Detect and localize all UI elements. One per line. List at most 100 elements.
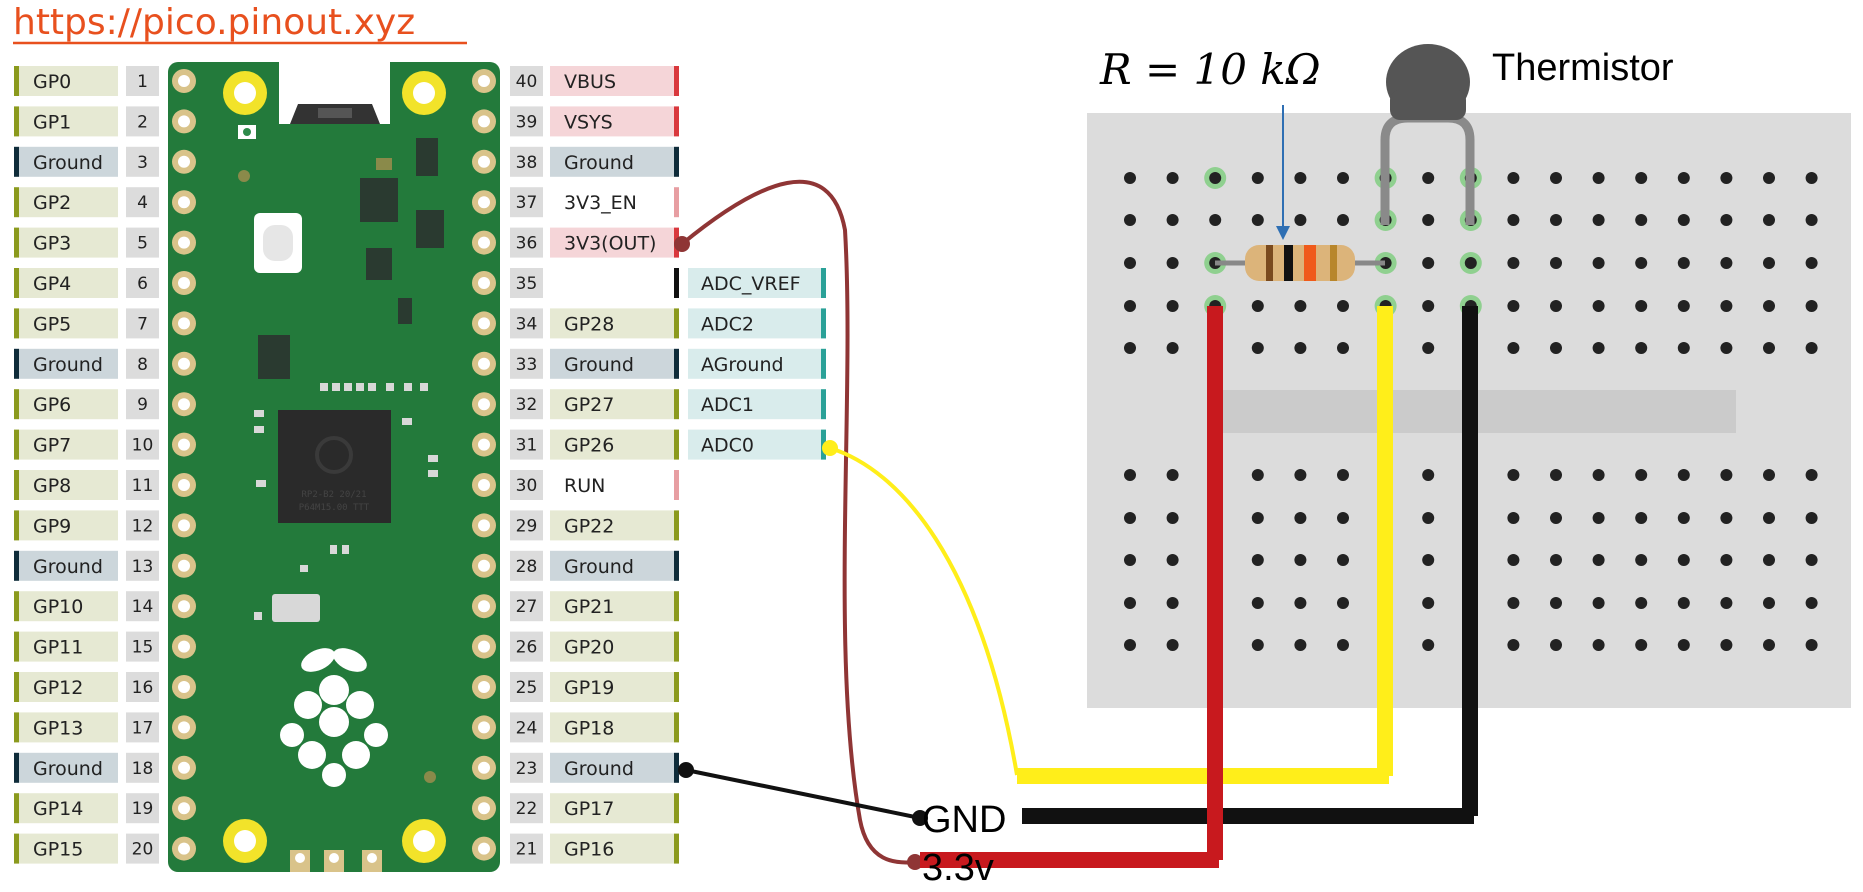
pin-number: 17 — [132, 718, 154, 738]
rp2040-chip-icon: RP2-B2 20/21 P64M15.00 TTT — [278, 410, 391, 523]
pin-number: 22 — [516, 799, 538, 819]
pin-number: 36 — [516, 234, 538, 254]
pico-board: RP2-B2 20/21 P64M15.00 TTT — [168, 52, 500, 872]
wires — [674, 179, 1478, 870]
thermistor-label: Thermistor — [1492, 47, 1674, 89]
pin-number: 37 — [516, 193, 538, 213]
left-pin-17: GP13 17 — [14, 712, 159, 743]
pin-label: RUN — [564, 475, 605, 497]
wire-ground-black — [685, 768, 921, 820]
pin-label: GP18 — [564, 717, 614, 739]
pin-number: 40 — [516, 72, 538, 92]
wire-black-rail — [1022, 306, 1478, 824]
pin-number: 20 — [132, 840, 154, 860]
right-pin-30: 30 RUN — [510, 470, 679, 500]
thermistor-icon — [1380, 44, 1475, 225]
pin-number: 27 — [516, 597, 538, 617]
pin-number: 7 — [137, 314, 148, 334]
pin-number: 14 — [132, 597, 154, 617]
pin-label: GP5 — [33, 313, 71, 335]
pin-label: GP7 — [33, 435, 71, 457]
pin-label: Ground — [564, 758, 634, 780]
pin-number: 9 — [137, 395, 148, 415]
mounting-hole-icons — [223, 71, 446, 863]
adc-label: AGround — [701, 354, 784, 376]
pin-number: 21 — [516, 840, 538, 860]
pin-label: GP1 — [33, 111, 71, 133]
pin-number: 2 — [137, 112, 148, 132]
adc-badge — [688, 348, 821, 379]
pin-number: 18 — [132, 759, 154, 779]
pin-label: GP26 — [564, 435, 614, 457]
gnd-rail-label: GND — [922, 799, 1006, 841]
bootsel-button-icon — [254, 213, 302, 273]
site-url[interactable]: https://pico.pinout.xyz — [13, 2, 415, 43]
pin-label: GP22 — [564, 515, 614, 537]
pin-label: GP28 — [564, 313, 614, 335]
pin-number: 15 — [132, 638, 154, 658]
wire-3v3-brown — [680, 179, 916, 865]
pin-label: Ground — [564, 556, 634, 578]
svg-text:P64M15.00 TTT: P64M15.00 TTT — [299, 503, 370, 513]
pin-number: 6 — [137, 274, 148, 294]
adc-badge — [688, 389, 821, 420]
wire-adc0-yellow — [829, 446, 1019, 776]
pin-number: 33 — [516, 355, 538, 375]
left-pin-15: GP11 15 — [14, 631, 159, 662]
left-pin-8: Ground 8 — [14, 348, 159, 379]
v33-rail-label: 3.3v — [922, 847, 994, 889]
pin-label: GP3 — [33, 233, 71, 255]
pin-label: GP8 — [33, 475, 71, 497]
pin-number: 8 — [137, 355, 148, 375]
pin-label: GP13 — [33, 717, 83, 739]
right-pin-21: 21 GP16 — [510, 833, 679, 864]
pin-label: GP6 — [33, 394, 71, 416]
pin-label: VSYS — [564, 111, 613, 133]
right-pin-23: 23 Ground — [510, 752, 679, 783]
resistor-label: R = 10 kΩ — [1099, 45, 1321, 94]
pin-number: 30 — [516, 476, 538, 496]
wire-yellow-rail — [1017, 306, 1393, 784]
left-pin-10: GP7 10 — [14, 429, 159, 460]
pin-label: Ground — [564, 152, 634, 174]
pin-number: 3 — [137, 153, 148, 173]
adc-label: ADC1 — [701, 394, 754, 416]
pin-number: 25 — [516, 678, 538, 698]
pin-label: GP10 — [33, 596, 83, 618]
adc-badge — [688, 308, 821, 339]
right-pin-25: 25 GP19 — [510, 672, 679, 702]
pin-label: GP14 — [33, 798, 83, 820]
right-pin-36: 36 3V3(OUT) — [510, 227, 679, 258]
pin-number: 23 — [516, 759, 538, 779]
pin-number: 35 — [516, 274, 538, 294]
pin-number: 31 — [516, 436, 538, 456]
resistor-icon — [1215, 245, 1385, 281]
pin-label: 3V3(OUT) — [564, 233, 656, 255]
pin-number: 4 — [137, 193, 148, 213]
pin-label: Ground — [33, 354, 103, 376]
pin-number: 10 — [132, 436, 154, 456]
pin-label: GP19 — [564, 677, 614, 699]
pin-label: Ground — [33, 758, 103, 780]
pin-label: GP11 — [33, 637, 83, 659]
usb-connector-icon — [279, 52, 390, 124]
pin-label: GP16 — [564, 839, 614, 861]
pin-label: GP20 — [564, 637, 614, 659]
pin-label: 3V3_EN — [564, 192, 637, 214]
wire-red-rail — [920, 306, 1223, 868]
right-pin-29: 29 GP22 — [510, 510, 679, 541]
pin-number: 34 — [516, 314, 538, 334]
pin-number: 29 — [516, 516, 538, 536]
